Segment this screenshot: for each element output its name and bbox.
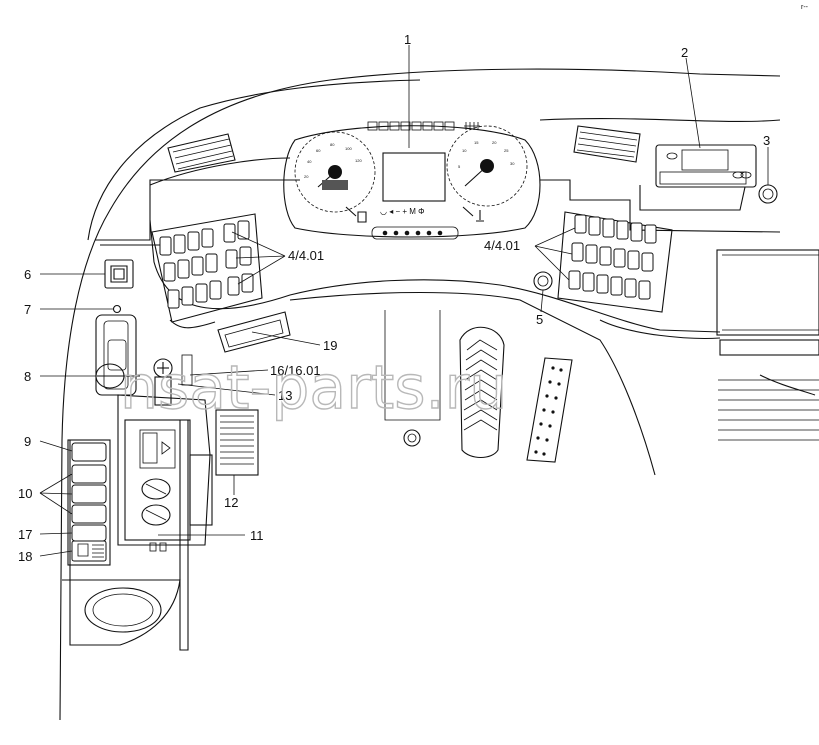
- instrument-cluster: 20 40 60 80 100 120 5 10 15 20 25 30 ◡ ◂…: [283, 121, 541, 240]
- callout-1: 1: [404, 32, 411, 47]
- speed-tick-4: 80: [330, 142, 335, 147]
- callout-19: 19: [323, 338, 337, 353]
- speed-tick-5: 100: [345, 146, 352, 151]
- hazard-switch: [104, 259, 134, 289]
- cluster-button-strip: [371, 226, 459, 240]
- callout-12: 12: [224, 495, 238, 510]
- vent-grille-12: [215, 409, 259, 476]
- center-lower-console: [117, 354, 213, 552]
- callout-13: 13: [278, 388, 292, 403]
- callout-16: 16/16.01: [270, 363, 321, 378]
- callout-17: 17: [18, 527, 32, 542]
- rpm-tick-1: 5: [458, 164, 461, 169]
- speed-tick-2: 40: [307, 159, 312, 164]
- callout-7: 7: [24, 302, 31, 317]
- callout-9: 9: [24, 434, 31, 449]
- rpm-tick-3: 15: [474, 140, 479, 145]
- callout-4-left: 4/4.01: [288, 248, 324, 263]
- cup-holder: [69, 579, 181, 646]
- left-switch-panel: [151, 213, 263, 323]
- storage-tray-19: [217, 311, 291, 353]
- corner-mark: r--: [801, 4, 809, 11]
- rpm-tick-6: 30: [510, 161, 515, 166]
- speed-tick-6: 120: [355, 158, 362, 163]
- speed-tick-3: 60: [316, 148, 321, 153]
- callout-3: 3: [763, 133, 770, 148]
- warning-lamp-strip: [367, 121, 480, 131]
- rpm-tick-2: 10: [462, 148, 467, 153]
- left-air-vent: [167, 133, 236, 173]
- indicator-light: [112, 304, 122, 314]
- callout-18: 18: [18, 549, 32, 564]
- fuel-gauge-icon: [345, 206, 367, 223]
- rotary-knob-3: [758, 184, 778, 204]
- accelerator-pedal: [526, 357, 573, 463]
- callout-11: 11: [250, 528, 264, 543]
- rotary-knob-5: [533, 271, 553, 291]
- display-symbols: ◡ ◂ − + M Φ: [380, 207, 425, 216]
- left-switch-stack: [67, 439, 111, 566]
- callout-6: 6: [24, 267, 31, 282]
- speedometer-gauge: 20 40 60 80 100 120: [294, 131, 376, 213]
- rpm-tick-4: 20: [492, 140, 497, 145]
- callout-2: 2: [681, 45, 688, 60]
- leader-lines: [39, 45, 769, 557]
- brake-pedal: [459, 326, 505, 459]
- callout-10: 10: [18, 486, 32, 501]
- callout-5: 5: [536, 312, 543, 327]
- callout-8: 8: [24, 369, 31, 384]
- floor-button: [403, 429, 421, 447]
- right-air-vent: [573, 125, 641, 163]
- right-side-panel: [716, 249, 819, 441]
- rpm-tick-5: 25: [504, 148, 509, 153]
- coolant-temp-icon: [462, 206, 484, 222]
- radio-unit: [639, 144, 757, 211]
- center-display: [382, 152, 446, 202]
- tachometer-gauge: 5 10 15 20 25 30: [446, 125, 528, 207]
- watermark: nsat-parts.ru: [120, 353, 507, 423]
- callout-4-right: 4/4.01: [484, 238, 520, 253]
- right-switch-panel: [557, 211, 673, 313]
- speed-tick-1: 20: [304, 174, 309, 179]
